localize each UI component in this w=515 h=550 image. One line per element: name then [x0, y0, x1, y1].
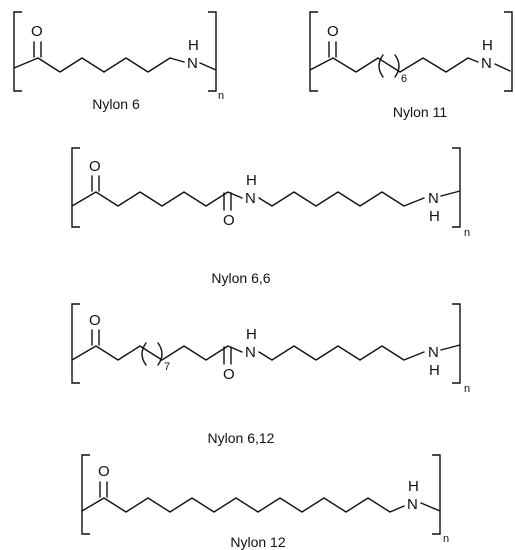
right-bracket — [452, 303, 461, 384]
nitrogen-label: N — [187, 55, 198, 72]
backbone-chain-acid — [71, 345, 243, 361]
repeat-paren-right — [157, 342, 163, 366]
repeat-paren-left — [378, 54, 384, 78]
repeat-subscript: n — [464, 227, 470, 239]
oxygen-label: O — [223, 366, 235, 383]
terminal-bond — [199, 62, 217, 71]
repeat-subscript: n — [218, 90, 224, 102]
left-bracket — [71, 303, 80, 384]
nitrogen-label: N — [407, 496, 418, 513]
hydrogen-label: H — [429, 362, 440, 379]
structure-nylon-11: O 6 N H Nylon 11 — [309, 11, 513, 120]
repeat-subscript: n — [464, 383, 470, 395]
hydrogen-label: H — [408, 478, 419, 495]
nitrogen-label: N — [245, 190, 256, 207]
left-bracket — [309, 11, 318, 92]
backbone-chain — [81, 497, 405, 513]
nitrogen-label: N — [481, 55, 492, 72]
terminal-bond — [494, 63, 511, 72]
right-bracket — [432, 454, 441, 535]
hydrogen-label: H — [188, 37, 199, 54]
backbone-chain — [13, 57, 185, 73]
backbone-chain-diamine — [258, 345, 425, 361]
hydrogen-label: H — [429, 208, 440, 225]
repeat-count: 7 — [164, 361, 170, 373]
left-bracket — [71, 147, 80, 228]
right-bracket — [504, 11, 513, 92]
structure-name: Nylon 6,6 — [211, 270, 270, 286]
terminal-bond — [420, 502, 441, 512]
structure-name: Nylon 6,12 — [208, 430, 275, 446]
nitrogen-label: N — [428, 344, 439, 361]
repeat-paren-left — [141, 342, 147, 366]
structure-name: Nylon 12 — [230, 534, 285, 550]
structure-nylon-66: O O N H N H n Nylon 6,6 — [71, 147, 470, 286]
repeat-count: 6 — [401, 73, 407, 85]
hydrogen-label: H — [482, 37, 493, 54]
hydrogen-label: H — [246, 172, 257, 189]
oxygen-label: O — [31, 23, 43, 40]
left-bracket — [81, 454, 90, 535]
backbone-chain — [309, 57, 479, 73]
terminal-bond — [440, 190, 461, 197]
repeat-subscript: n — [443, 533, 449, 545]
right-bracket — [208, 11, 217, 92]
structure-nylon-6: O N H n Nylon 6 — [13, 11, 224, 112]
terminal-bond — [440, 344, 461, 351]
hydrogen-label: H — [246, 326, 257, 343]
nitrogen-label: N — [428, 190, 439, 207]
oxygen-label: O — [89, 312, 101, 329]
repeat-paren-right — [394, 54, 400, 78]
structure-nylon-12: O N H n Nylon 12 — [81, 454, 449, 550]
left-bracket — [13, 11, 22, 92]
backbone-chain-diamine — [258, 191, 425, 207]
nitrogen-label: N — [245, 344, 256, 361]
oxygen-label: O — [89, 158, 101, 175]
structure-nylon-612: O 7 O N H N H n Nylon 6,12 — [71, 303, 470, 446]
structure-name: Nylon 11 — [393, 104, 447, 120]
backbone-chain-acid — [71, 191, 243, 207]
structure-name: Nylon 6 — [92, 96, 140, 112]
right-bracket — [452, 147, 461, 228]
oxygen-label: O — [223, 212, 235, 229]
oxygen-label: O — [327, 23, 339, 40]
oxygen-label: O — [98, 463, 110, 480]
